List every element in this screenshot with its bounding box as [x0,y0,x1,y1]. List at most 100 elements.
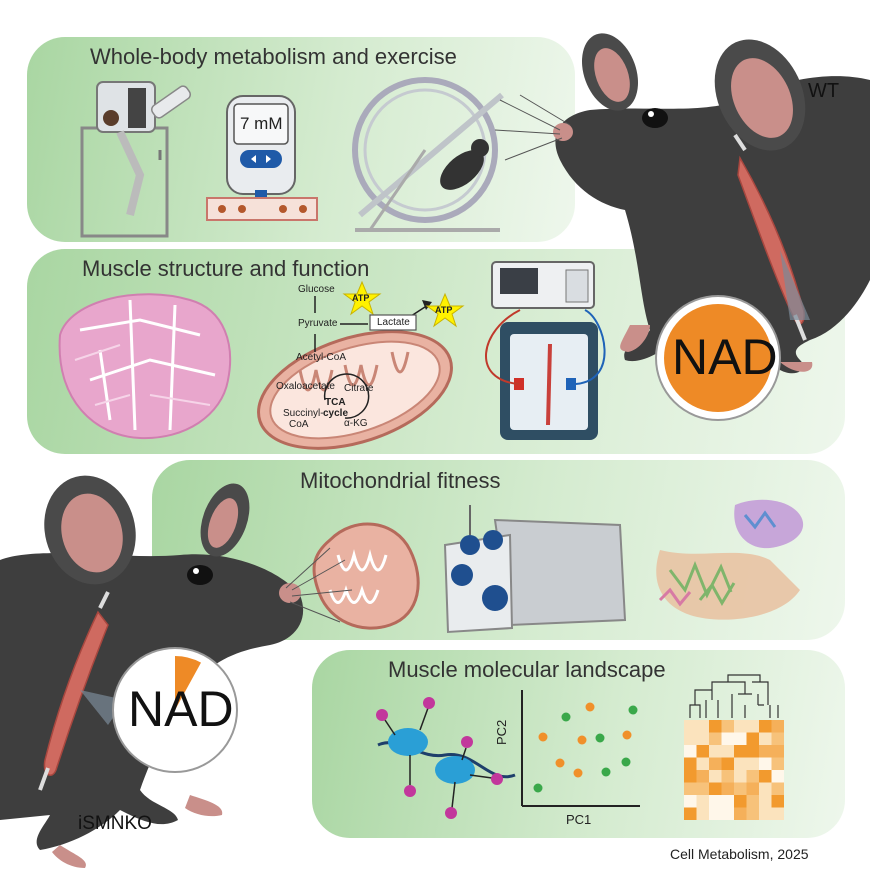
pathway-citrate: Citrate [344,383,374,394]
heatmap-cell [684,807,697,820]
citation: Cell Metabolism, 2025 [670,846,809,862]
heatmap-cell [759,770,772,783]
pca-plot-icon [521,690,640,807]
heatmap-cell [721,782,734,795]
panel-title-whole-body: Whole-body metabolism and exercise [90,44,457,69]
heatmap-cell [759,782,772,795]
mitochondrion-coiled-icon [312,522,420,630]
heatmap-cell [721,720,734,733]
pathway-atp-2: ATP [435,305,453,315]
heatmap-cell [746,757,759,770]
pathway-glucose: Glucose [298,284,335,295]
respirometer-icon [443,505,627,634]
mitochondrion-icon [257,330,453,450]
heatmap-cell [746,807,759,820]
heatmap-cell [696,782,709,795]
ko-nad-fill [175,656,202,710]
heatmap-cell [684,745,697,758]
heatmap-cell [746,782,759,795]
heatmap-cell [721,807,734,820]
heatmap-cell [734,807,747,820]
heatmap-cell [709,732,722,745]
heatmap-cell [709,720,722,733]
heatmap-cell [759,720,772,733]
heatmap-cell [771,795,784,808]
metabolic-cage-icon [80,81,192,238]
protein-structure-icon [656,499,804,620]
heatmap-cell [734,795,747,808]
heatmap-cell [734,745,747,758]
wt-nad-label: NAD [672,329,778,385]
heatmap-cell [771,732,784,745]
heatmap-cell [721,795,734,808]
heatmap-cell [684,720,697,733]
heatmap-cell [759,807,772,820]
pathway-acetyl-coa: Acetyl-CoA [296,352,347,363]
pathway-coa: CoA [289,419,309,430]
ko-label: iSMNKO [78,813,152,834]
wt-nad-fill [664,304,772,412]
heatmap-cell [709,757,722,770]
pathway-tca: TCA [325,397,346,408]
heatmap-cell [759,732,772,745]
ko-nad-label: NAD [128,681,234,737]
heatmap-cell [759,745,772,758]
muscle-histology-icon [58,293,232,440]
heatmap-cell [684,757,697,770]
pathway-succinyl: Succinyl- [283,408,324,419]
heatmap-cell [696,757,709,770]
heatmap-cell [696,795,709,808]
heatmap-cell [709,745,722,758]
heatmap-cell [709,795,722,808]
panel-title-molecular: Muscle molecular landscape [388,657,666,682]
heatmap-cell [684,795,697,808]
heatmap-cell [771,720,784,733]
running-wheel-icon [352,77,504,232]
pathway-lactate: Lactate [377,317,410,328]
heatmap-cell [721,757,734,770]
heatmap-cell [709,770,722,783]
atp-star-icon [425,292,465,328]
heatmap-cell [696,807,709,820]
pca-pc1-label: PC1 [566,812,592,827]
heatmap-cell [734,757,747,770]
heatmap-cell [746,732,759,745]
wt-label: WT [808,80,840,102]
heatmap-cell [746,720,759,733]
heatmap-icon [684,674,784,820]
heatmap-cell [771,770,784,783]
heatmap-cell [709,782,722,795]
heatmap-cell [684,732,697,745]
heatmap-cell [734,720,747,733]
glucometer-reading: 7 mM [240,114,283,133]
pathway-atp-1: ATP [352,293,370,303]
heatmap-cell [771,745,784,758]
heatmap-cell [771,782,784,795]
heatmap-cell [734,782,747,795]
heatmap-cell [696,745,709,758]
heatmap-cell [746,770,759,783]
glucometer-icon [206,95,318,221]
pathway-oxaloacetate: Oxaloacetate [276,381,335,392]
wt-mouse-illustration [494,33,870,374]
heatmap-cell [746,795,759,808]
heatmap-cell [684,770,697,783]
heatmap-cell [771,757,784,770]
heatmap-cell [696,732,709,745]
heatmap-cell [696,720,709,733]
heatmap-cell [684,782,697,795]
heatmap-cell [746,745,759,758]
heatmap-cell [734,732,747,745]
heatmap-cell [721,745,734,758]
heatmap-cell [709,807,722,820]
force-transducer-icon [485,261,606,440]
pathway-akg: α-KG [344,418,368,429]
lactate-box [369,314,417,331]
heatmap-cell [759,795,772,808]
nucleosome-icon [376,697,516,819]
atp-star-icon [342,280,382,316]
heatmap-cell [734,770,747,783]
pca-pc2-label: PC2 [494,719,509,745]
